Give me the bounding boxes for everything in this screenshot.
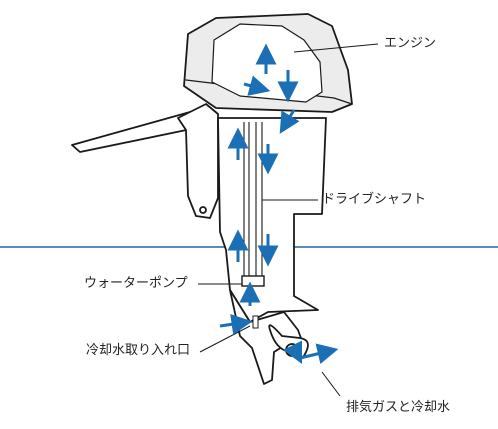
flow-arrow-exit — [279, 109, 300, 134]
bracket-bolt — [199, 206, 207, 214]
flow-arrow-exhaust-right — [299, 343, 339, 365]
label-water-pump: ウォーターポンプ — [84, 276, 188, 291]
leader-engine — [293, 43, 379, 53]
flow-arrow-intake — [219, 313, 253, 335]
flow-arrow-exhaust-left — [283, 340, 303, 365]
label-water-intake: 冷却水取り入れ口 — [86, 343, 191, 358]
propeller-hub — [285, 343, 299, 357]
leader-exhaust — [321, 371, 341, 397]
flow-arrow-engine-in — [243, 75, 271, 96]
shaft-housing — [217, 117, 327, 323]
water-pump — [241, 275, 265, 287]
water-intake-grill — [252, 315, 259, 329]
clamp-bracket — [177, 103, 219, 219]
label-exhaust: 排気ガスと冷却水 — [346, 400, 451, 415]
label-drive-shaft: ドライブシャフト — [322, 192, 427, 207]
label-engine: エンジン — [384, 36, 437, 51]
